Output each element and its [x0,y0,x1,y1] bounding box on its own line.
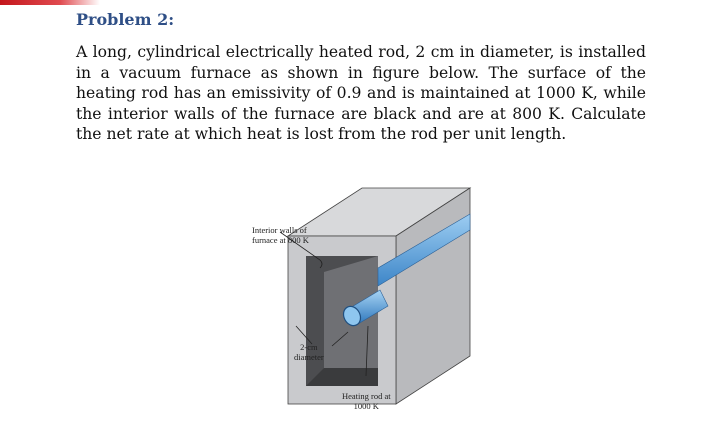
label-interior-walls: Interior walls of furnace at 800 K [252,225,309,245]
furnace-figure: Interior walls of furnace at 800 K 2-cm … [238,186,508,426]
furnace-diagram [279,187,472,405]
leader-diameter-right [331,331,349,347]
leader-walls [279,231,323,269]
heating-rod-end [342,305,362,327]
rod-top-stripe [377,213,471,287]
label-heating-rod: Heating rod at 1000 K [342,391,391,411]
interior-floor-shade [306,368,378,386]
label-walls-line2: furnace at 800 K [252,235,309,245]
leader-rod [365,325,369,377]
label-rod-line2: 1000 K [353,401,379,411]
label-diameter-line2: diameter [294,352,324,362]
problem-title: Problem 2: [76,10,175,29]
leader-diameter-left [295,325,313,345]
problem-statement: A long, cylindrical electrically heated … [76,43,646,143]
label-diameter-line1: 2-cm [300,342,318,352]
label-diameter: 2-cm diameter [294,342,324,362]
label-rod-line1: Heating rod at [342,391,391,401]
label-walls-line1: Interior walls of [252,225,307,235]
header-accent-stripe [0,0,100,5]
